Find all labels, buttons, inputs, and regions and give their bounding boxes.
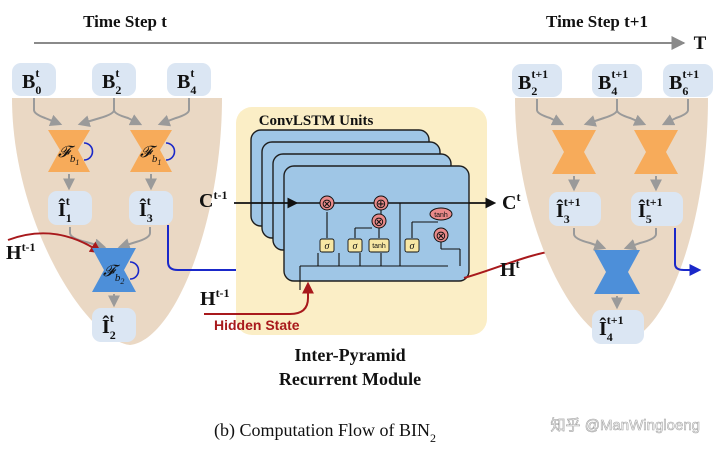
- svg-text:B6t+1: B6t+1: [669, 67, 699, 98]
- svg-text:⊗: ⊗: [374, 214, 385, 229]
- svg-text:σ: σ: [410, 241, 416, 252]
- arrow-ri5-to-filter: [623, 228, 657, 251]
- frame-i4-t1: Î4t+1: [592, 310, 644, 344]
- module-title-line2: Recurrent Module: [279, 369, 421, 389]
- arrow-i3-to-filter-b2: [117, 227, 151, 250]
- watermark: 知乎 @ManWingloeng: [551, 417, 700, 434]
- c-t-minus-1-label: Ct-1: [199, 188, 227, 212]
- svg-text:B4t: B4t: [177, 66, 196, 97]
- h-t-label: Ht: [500, 257, 520, 281]
- time-step-t1-label: Time Step t+1: [546, 12, 648, 31]
- arrow-rb4-to-filter2: [616, 109, 647, 126]
- arrow-rb2-to-filter1: [536, 99, 565, 126]
- filter-right-2: [634, 130, 678, 174]
- right-input-b4: B4t+1: [592, 64, 642, 98]
- filter-right-1: [552, 130, 596, 174]
- svg-text:Î5t+1: Î5t+1: [638, 195, 663, 226]
- right-input-b2: B2t+1: [512, 64, 562, 98]
- svg-text:tanh: tanh: [372, 243, 386, 250]
- left-pyramid-background: [12, 98, 222, 345]
- arrow-i3-to-convlstm: [167, 225, 285, 276]
- svg-text:⊗: ⊗: [322, 196, 333, 211]
- arrow-b4-to-filter2: [157, 98, 190, 127]
- arrow-rb6-to-filter2: [661, 99, 689, 126]
- left-input-b0: B0t: [12, 63, 56, 97]
- figure-caption: (b) Computation Flow of BIN2: [214, 420, 436, 445]
- frame-i3-t: Î3t: [129, 191, 173, 225]
- svg-text:⊕: ⊕: [376, 196, 387, 211]
- time-step-t-label: Time Step t: [83, 12, 167, 31]
- svg-text:σ: σ: [353, 241, 359, 252]
- frame-i5-t1: Î5t+1: [631, 192, 683, 226]
- output-multiply-op: ⊗: [433, 227, 449, 243]
- input-multiply-op: ⊗: [371, 213, 387, 229]
- svg-text:B0t: B0t: [22, 66, 41, 97]
- convlstm-units-label: ConvLSTM Units: [259, 113, 374, 129]
- right-input-b6: B6t+1: [663, 64, 713, 98]
- forget-multiply-op: ⊗: [319, 195, 335, 211]
- frame-i1-t: Î1t: [48, 191, 92, 225]
- hidden-state-input-arrow: [204, 281, 314, 315]
- svg-text:B2t: B2t: [102, 66, 121, 97]
- forget-gate-sigma: σ: [319, 238, 335, 253]
- h-t-minus-1-left: Ht-1: [6, 240, 36, 264]
- filter-fb2-left: 𝓕b2: [92, 248, 140, 292]
- svg-text:B4t+1: B4t+1: [598, 67, 628, 98]
- c-t-label: Ct: [502, 190, 520, 214]
- candidate-tanh: tanh: [368, 238, 390, 253]
- svg-text:Î2t: Î2t: [102, 311, 116, 342]
- svg-text:Î1t: Î1t: [58, 194, 72, 225]
- svg-text:⊗: ⊗: [436, 228, 447, 243]
- output-gate-sigma: σ: [404, 238, 420, 253]
- filter-fb1-right: 𝓕b1: [130, 130, 176, 172]
- input-gate-sigma: σ: [347, 238, 363, 253]
- hidden-state-label: Hidden State: [214, 317, 300, 333]
- output-tanh-op: tanh: [429, 207, 453, 221]
- filter-fb1-left: 𝓕b1: [48, 130, 94, 172]
- svg-text:tanh: tanh: [434, 212, 448, 219]
- hidden-state-arrow-left: [7, 232, 102, 254]
- svg-text:Î3t: Î3t: [139, 194, 153, 225]
- arrow-ri3-to-filter: [573, 228, 607, 251]
- frame-i3-t1: Î3t+1: [549, 192, 601, 226]
- arrow-b2-to-filter2: [113, 109, 143, 126]
- svg-text:B2t+1: B2t+1: [518, 67, 548, 98]
- module-title-line1: Inter-Pyramid: [294, 345, 405, 365]
- frame-i2-t: Î2t: [92, 308, 136, 342]
- left-input-b2: B2t: [92, 63, 136, 97]
- arrow-b0-to-filter1: [33, 98, 63, 127]
- svg-text:Î4t+1: Î4t+1: [599, 313, 624, 344]
- timeline-axis-label: T: [694, 33, 707, 54]
- left-input-b4: B4t: [167, 63, 211, 97]
- h-t-minus-1-bottom: Ht-1: [200, 286, 230, 310]
- cell-add-op: ⊕: [373, 195, 389, 211]
- svg-text:Î3t+1: Î3t+1: [556, 195, 581, 226]
- filter-right-blue: [594, 250, 640, 294]
- svg-text:σ: σ: [325, 241, 331, 252]
- arrow-ri5-blue-out: [674, 228, 702, 276]
